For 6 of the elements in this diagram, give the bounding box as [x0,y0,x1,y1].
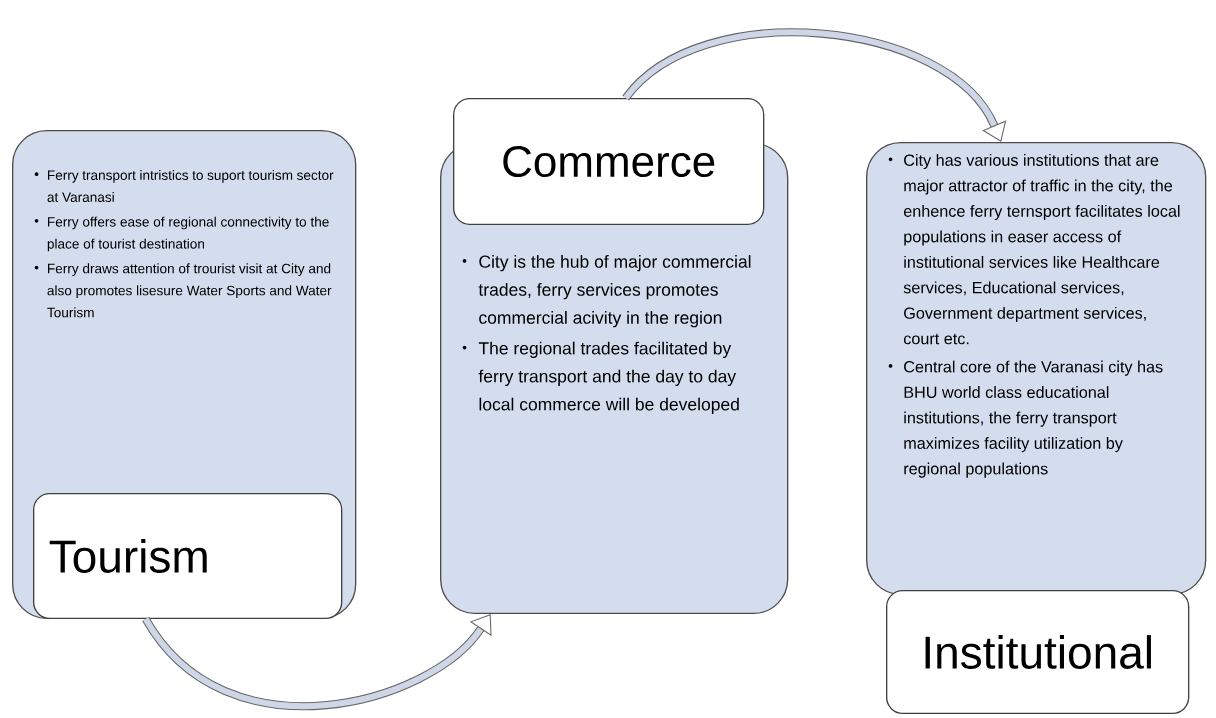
curved-arrow [142,614,492,710]
content-panel: City has various institutions that are major attractor of traffic in the city, the enhence ferry ternsport facilitates local populations in easer access of institutional services like Healthcare services, Educational services, Government department services, court etc. Central core of the Varanasi city has BHU world class educational institutions, the ferry transport maximizes facility utilization by regional populations [866,142,1207,595]
heading-box: Tourism [33,493,343,619]
heading-box: Commerce [453,98,765,225]
curved-arrow [622,28,1007,142]
heading-box: Institutional [886,590,1190,714]
